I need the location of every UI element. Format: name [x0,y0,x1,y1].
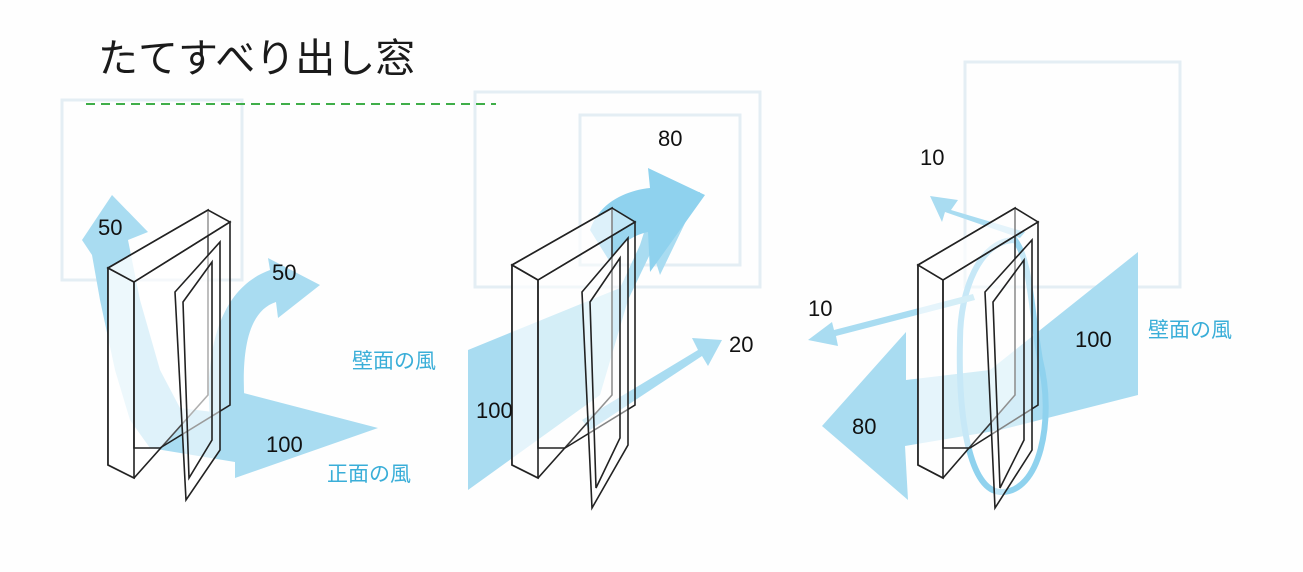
value-top-3: 10 [920,145,944,170]
diagram-3: 10 10 80 100 壁面の風 [808,145,1232,511]
value-right: 50 [272,260,296,285]
label-wall-wind-3: 壁面の風 [1148,318,1232,342]
value-out-3: 80 [852,414,876,439]
top-arrow [590,168,705,272]
label-front-wind: 正面の風 [327,462,411,486]
value-up-left: 50 [98,215,122,240]
page-title: たてすべり出し窓 [98,36,415,82]
left-arrow-3 [808,294,975,346]
label-wall-wind: 壁面の風 [352,349,436,373]
out-arrow [822,252,1138,500]
value-top: 80 [658,126,682,151]
side-arrow [582,338,722,430]
value-left-3: 10 [808,296,832,321]
window-frame-1 [106,208,232,503]
value-in-3: 100 [1075,327,1112,352]
value-in: 100 [476,398,513,423]
diagram-2: 80 20 100 [468,126,753,511]
value-side: 20 [729,332,753,357]
value-front: 100 [266,432,303,457]
diagram-1: 50 50 100 壁面の風 正面の風 [82,195,436,503]
window-frame-2 [510,206,637,511]
right-curve-arrow [208,258,320,420]
window-frame-3 [916,206,1040,511]
top-arrow-3 [930,196,1025,238]
loop-line [956,236,1049,496]
